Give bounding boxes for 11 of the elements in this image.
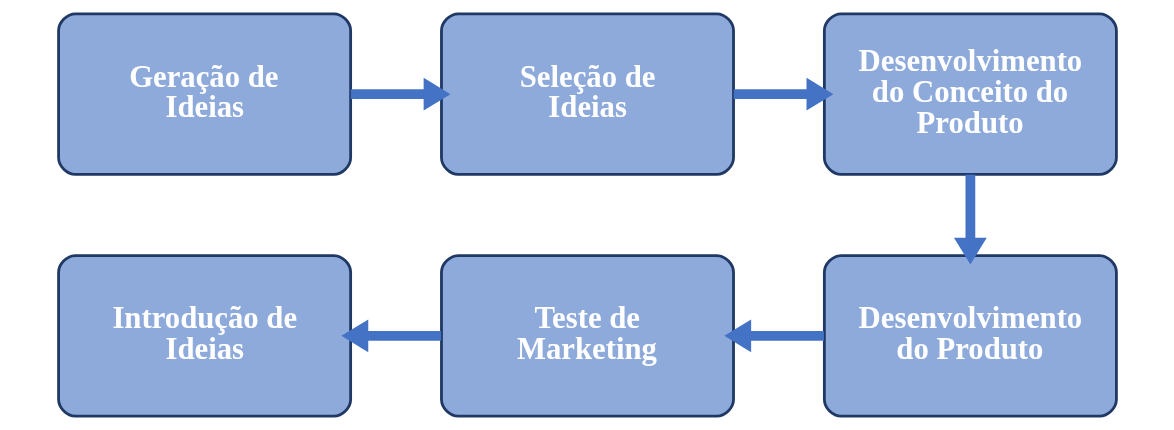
arrow — [733, 77, 833, 111]
node-box: Desenvolvimento do Conceito do Produto — [822, 12, 1118, 176]
node-box: Seleção de Ideias — [439, 12, 735, 176]
arrow — [953, 174, 987, 265]
arrow — [340, 319, 441, 353]
node-box: Teste de Marketing — [439, 254, 735, 418]
node-box: Introdução de Ideias — [56, 254, 352, 418]
arrow — [723, 319, 824, 353]
node-box: Desenvolvimento do Produto — [822, 254, 1118, 418]
node-box: Geração de Ideias — [56, 12, 352, 176]
arrow — [350, 77, 450, 111]
